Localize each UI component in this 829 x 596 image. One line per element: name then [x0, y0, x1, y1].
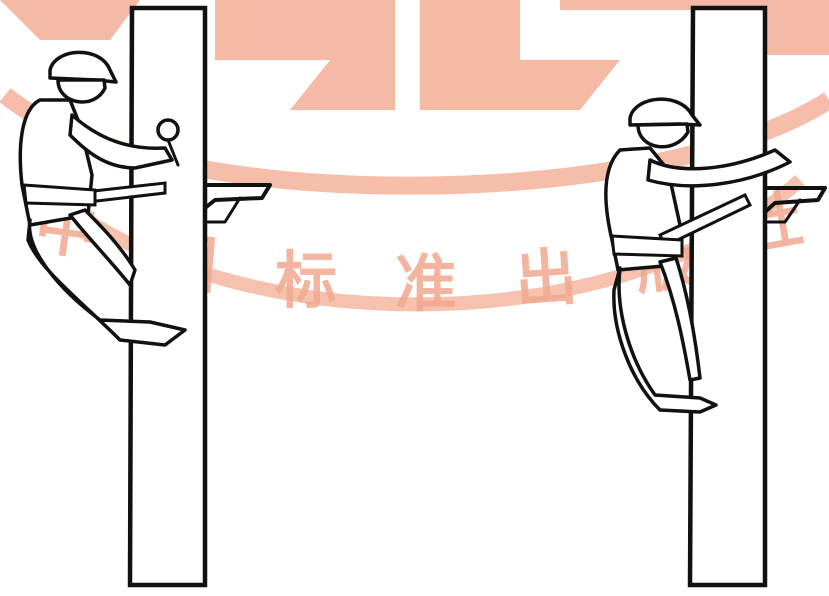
watermark-char-4: 准	[395, 247, 457, 320]
left-worker-tool	[158, 120, 178, 140]
left-worker-helmet	[50, 52, 116, 82]
watermark-block-1	[0, 0, 140, 40]
right-pole	[690, 8, 765, 585]
left-pole	[130, 8, 205, 585]
watermark-char-5: 出	[512, 240, 579, 317]
right-worker-helmet	[630, 99, 700, 125]
left-pole-group	[130, 8, 270, 585]
right-worker-head	[638, 124, 688, 147]
watermark-block-2	[215, 0, 395, 110]
left-worker-belt	[24, 185, 95, 205]
right-pole-group	[690, 8, 825, 585]
watermark-char-3: 标	[275, 244, 337, 317]
watermark-block-3	[420, 0, 620, 110]
right-worker-belt	[612, 236, 682, 256]
left-worker-torso	[20, 100, 92, 225]
